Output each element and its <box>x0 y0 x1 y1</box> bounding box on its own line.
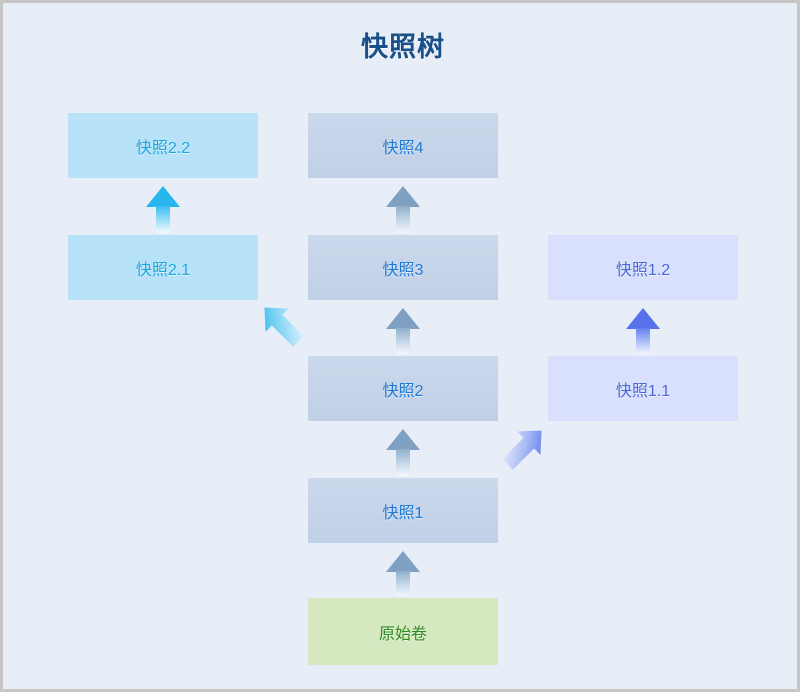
edge-branch-to-2-1-arrow-icon <box>264 307 304 347</box>
node-label: 快照3 <box>382 261 424 279</box>
node-label: 快照2 <box>382 382 424 400</box>
arrow-head <box>386 429 420 450</box>
edge-snapshot-2-to-3-arrow-icon <box>386 308 420 354</box>
node-snapshot-2-2[interactable]: 快照2.2 <box>68 113 258 178</box>
page-title: 快照树 <box>361 32 445 62</box>
node-snapshot-4[interactable]: 快照4 <box>308 113 498 178</box>
arrow-shaft <box>156 206 170 233</box>
node-snapshot-1-2[interactable]: 快照1.2 <box>548 235 738 300</box>
arrow-shaft <box>636 328 650 354</box>
arrow-head <box>146 186 180 207</box>
node-snapshot-1-1[interactable]: 快照1.1 <box>548 356 738 421</box>
node-label: 快照1 <box>382 504 424 522</box>
arrow-head <box>386 186 420 207</box>
edge-snapshot-2-1-to-2-2-arrow-icon <box>146 186 180 233</box>
edge-origin-to-snapshot-1-arrow-icon <box>386 551 420 596</box>
node-snapshot-3[interactable]: 快照3 <box>308 235 498 300</box>
arrow-shaft <box>396 206 410 233</box>
edge-snapshot-3-to-4-arrow-icon <box>386 186 420 233</box>
arrow-head <box>386 551 420 572</box>
arrow-shaft <box>396 571 410 596</box>
edge-snapshot-1-to-2-arrow-icon <box>386 429 420 476</box>
node-label: 快照4 <box>382 139 424 157</box>
node-label: 快照1.2 <box>615 261 671 279</box>
node-origin-volume[interactable]: 原始卷 <box>308 598 498 665</box>
node-label: 原始卷 <box>378 625 427 643</box>
arrow-head <box>626 308 660 329</box>
edge-snapshot-1-1-to-1-2-arrow-icon <box>626 308 660 354</box>
arrow-shaft <box>396 449 410 476</box>
node-label: 快照2.1 <box>135 261 191 279</box>
node-snapshot-1[interactable]: 快照1 <box>308 478 498 543</box>
edge-branch-to-1-1-arrow-icon <box>502 430 542 470</box>
node-label: 快照2.2 <box>135 139 191 157</box>
arrow-shaft <box>396 328 410 354</box>
arrow-head <box>386 308 420 329</box>
node-label: 快照1.1 <box>615 382 671 400</box>
node-snapshot-2[interactable]: 快照2 <box>308 356 498 421</box>
node-snapshot-2-1[interactable]: 快照2.1 <box>68 235 258 300</box>
